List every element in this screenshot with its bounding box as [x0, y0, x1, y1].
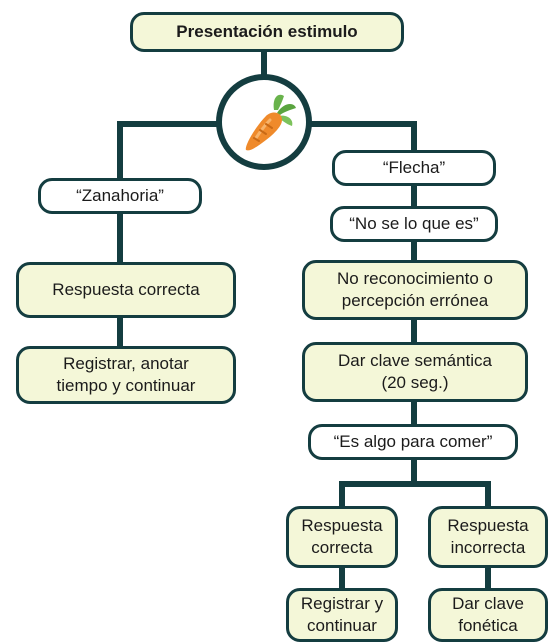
right-speech-bubble: “Flecha” — [332, 150, 496, 186]
unknown-speech-bubble: “No se lo que es” — [330, 206, 498, 242]
phonetic-clue-node: Dar clave fonética — [428, 588, 548, 642]
carrot-icon — [245, 94, 296, 151]
left-register-node: Registrar, anotar tiempo y continuar — [16, 346, 236, 404]
left-correct-response-node: Respuesta correcta — [16, 262, 236, 318]
recognition-error-node: No reconocimiento o percepción errónea — [302, 260, 528, 320]
correct-response-node-2: Respuesta correcta — [286, 506, 398, 568]
register-continue-node: Registrar y continuar — [286, 588, 398, 642]
left-speech-bubble: “Zanahoria” — [38, 178, 202, 214]
hint-speech-bubble: “Es algo para comer” — [308, 424, 518, 460]
title-node: Presentación estimulo — [130, 12, 404, 52]
carrot-circle — [216, 74, 312, 170]
incorrect-response-node: Respuesta incorrecta — [428, 506, 548, 568]
semantic-clue-node: Dar clave semántica (20 seg.) — [302, 342, 528, 402]
